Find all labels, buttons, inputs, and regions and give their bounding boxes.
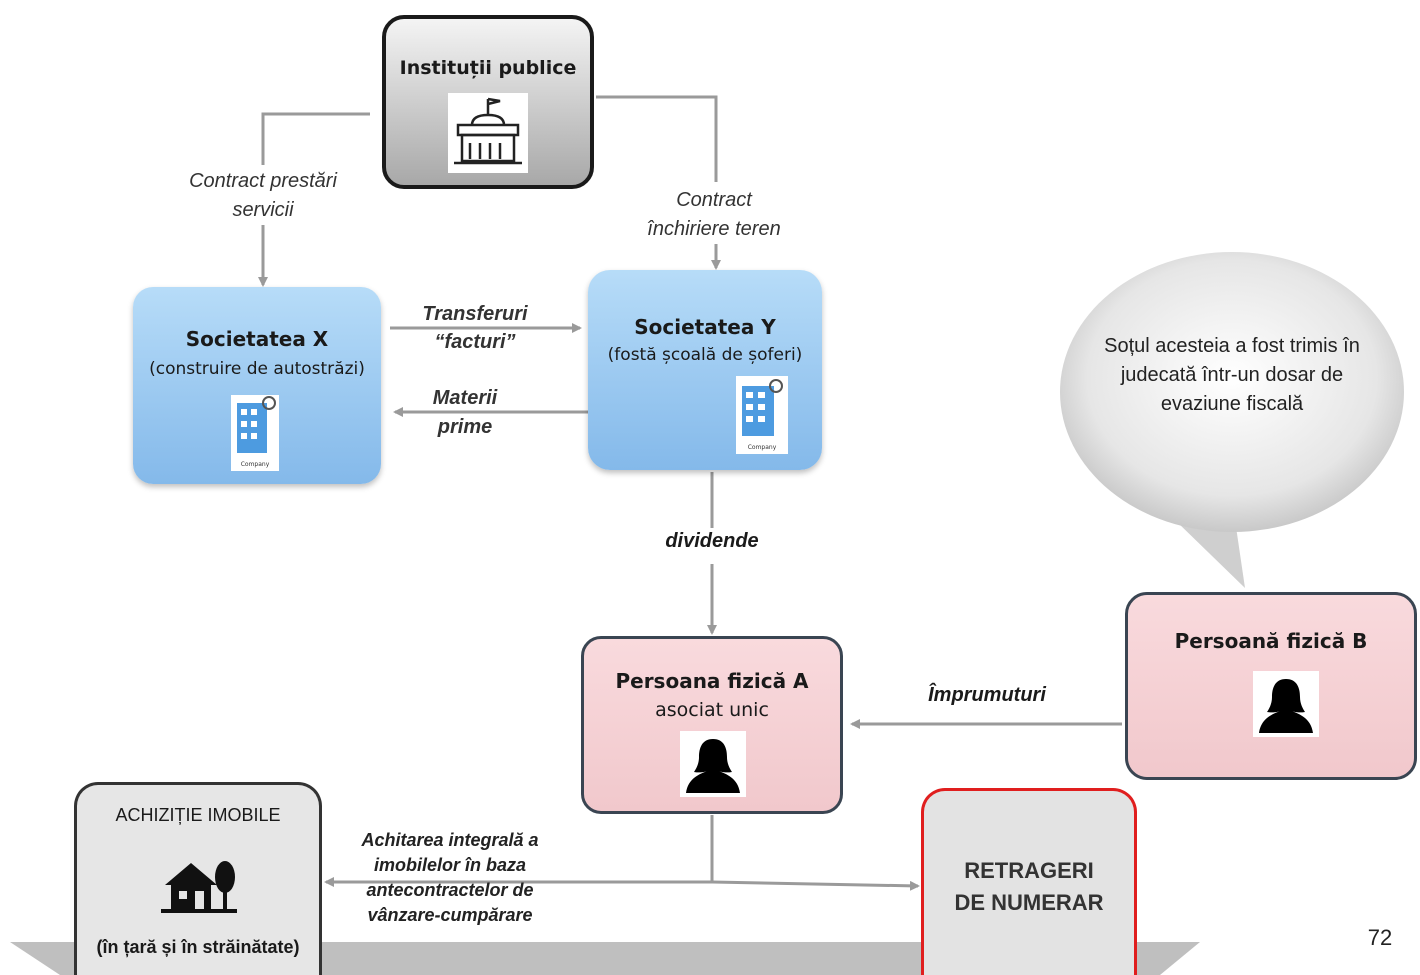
label-line: “facturi” bbox=[434, 331, 516, 353]
person-silhouette-icon bbox=[1253, 671, 1319, 737]
company-x-node: Societatea X (construire de autostrăzi) … bbox=[133, 287, 381, 484]
label-line: imobilelor în baza bbox=[373, 855, 527, 875]
label-line: închiriere teren bbox=[647, 218, 781, 240]
company-y-node: Societatea Y (fostă școală de șoferi) Co… bbox=[588, 270, 822, 470]
label-materials: Materii prime bbox=[410, 384, 520, 442]
node-subtitle: asociat unic bbox=[655, 699, 769, 721]
icon-caption: Company bbox=[747, 444, 777, 451]
label-line: Transferuri bbox=[422, 303, 528, 325]
public-institutions-node: Instituții publice bbox=[382, 15, 594, 189]
person-silhouette-icon bbox=[680, 731, 746, 797]
label-line: Contract bbox=[676, 189, 752, 211]
node-title: Societatea Y bbox=[634, 315, 776, 339]
label-contract-services: Contract prestări servicii bbox=[170, 167, 356, 225]
edge-contract-lease bbox=[596, 95, 718, 182]
office-building-icon: Company bbox=[231, 395, 279, 471]
label-line: Materii bbox=[432, 387, 498, 409]
node-subtitle: (fostă școală de șoferi) bbox=[607, 345, 803, 365]
government-building-icon bbox=[448, 93, 528, 173]
label-line: antecontractelor de bbox=[366, 880, 534, 900]
label-line: Contract prestări bbox=[189, 170, 337, 192]
speech-bubble-text: Soțul acesteia a fost trimis în judecată… bbox=[1104, 335, 1360, 415]
label-transfers: Transferuri “facturi” bbox=[405, 300, 545, 356]
node-title: Societatea X bbox=[185, 327, 329, 351]
label-loans: Împrumuturi bbox=[928, 684, 1046, 706]
node-title: Persoana fizică A bbox=[615, 669, 809, 693]
page-number: 72 bbox=[1367, 925, 1393, 950]
node-subtitle: (în țară și în străinătate) bbox=[96, 937, 300, 957]
label-line: Achitarea integrală a bbox=[361, 830, 539, 850]
house-icon bbox=[161, 861, 237, 913]
label-payment: Achitarea integrală a imobilelor în baza… bbox=[344, 828, 556, 928]
node-title: Persoană fizică B bbox=[1174, 629, 1368, 653]
speech-bubble bbox=[1060, 252, 1404, 588]
label-contract-lease: Contract închiriere teren bbox=[630, 186, 798, 244]
real-estate-node: ACHIZIȚIE IMOBILE (în țară și în străină… bbox=[74, 782, 322, 975]
node-title: ACHIZIȚIE IMOBILE bbox=[115, 805, 281, 825]
person-b-node: Persoană fizică B bbox=[1125, 592, 1417, 780]
cash-withdrawal-node: RETRAGERI DE NUMERAR bbox=[921, 788, 1137, 975]
label-line: vânzare-cumpărare bbox=[367, 905, 533, 925]
label-line: prime bbox=[437, 416, 493, 438]
node-title: RETRAGERI DE NUMERAR bbox=[954, 858, 1104, 915]
office-building-icon: Company bbox=[736, 376, 788, 454]
node-title: Instituții publice bbox=[399, 57, 577, 79]
node-subtitle: (construire de autostrăzi) bbox=[149, 359, 365, 379]
icon-caption: Company bbox=[240, 461, 270, 468]
person-a-node: Persoana fizică A asociat unic bbox=[581, 636, 843, 814]
edge-contract-services bbox=[261, 112, 370, 165]
label-line: servicii bbox=[232, 199, 294, 221]
label-dividends: dividende bbox=[640, 530, 784, 553]
